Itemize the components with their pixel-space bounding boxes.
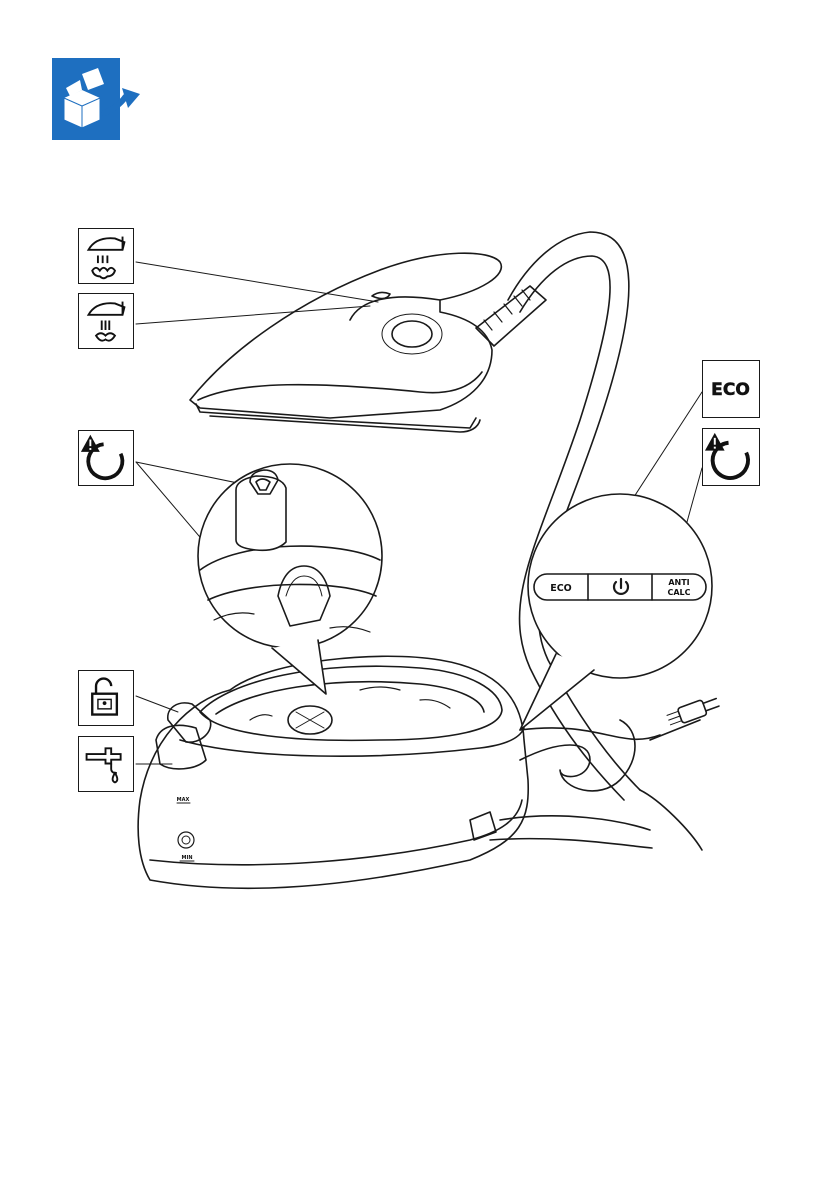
anticalc-label-line2: CALC — [667, 588, 690, 597]
tank-max-mark: MAX — [177, 797, 190, 803]
eco-button-label: ECO — [550, 583, 572, 594]
anticalc-label-line1: ANTI — [668, 578, 689, 587]
tank-min-mark: MIN — [181, 855, 192, 861]
